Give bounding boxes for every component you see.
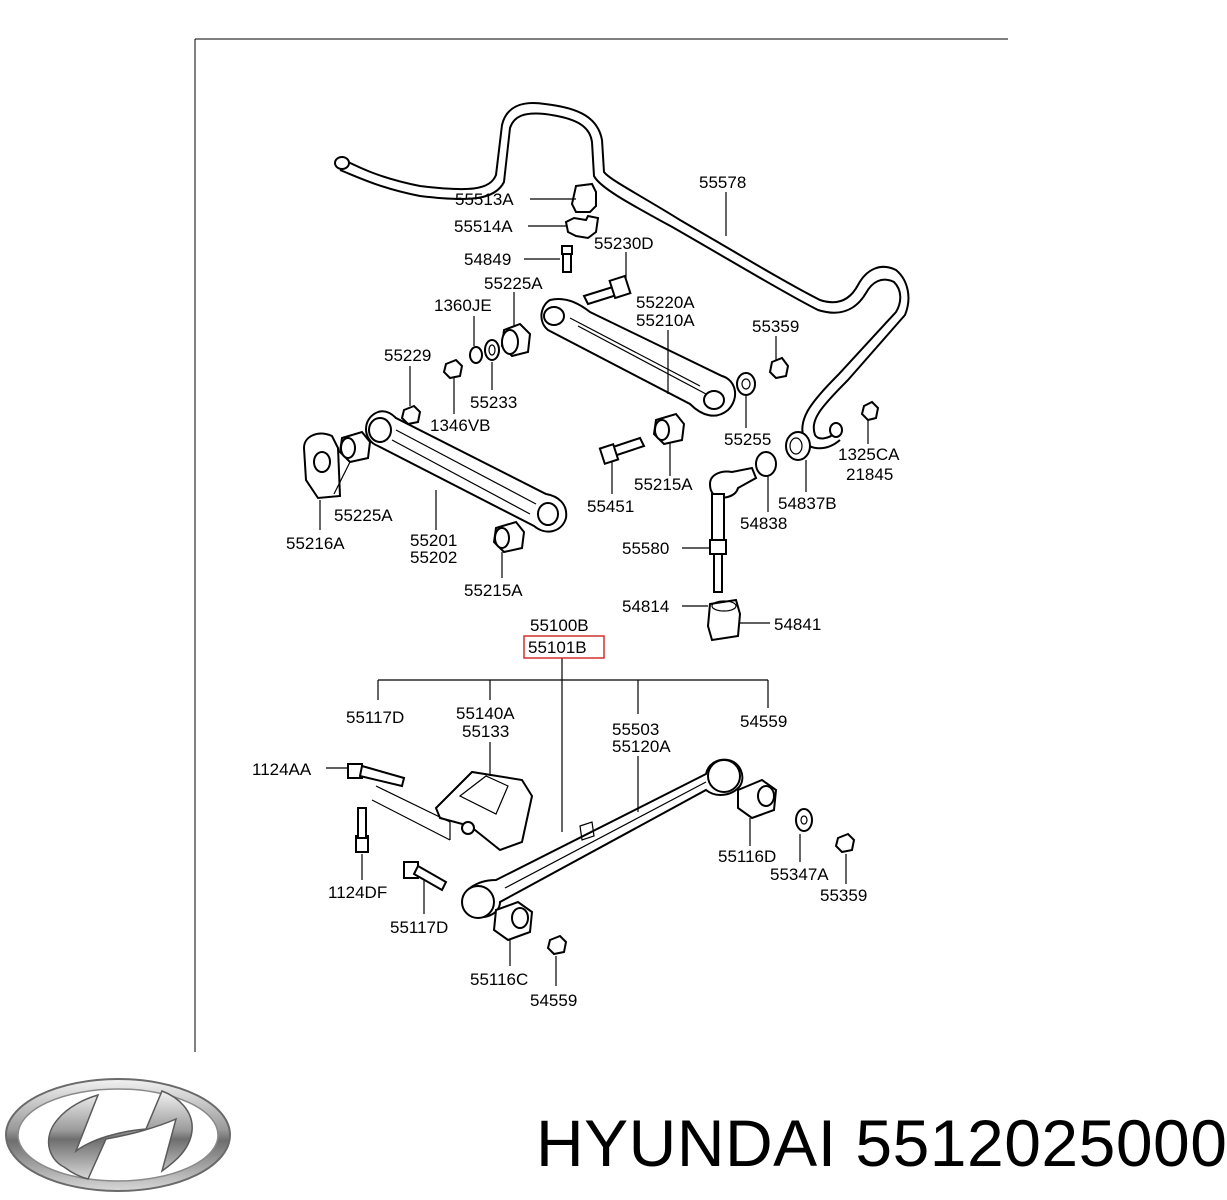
label-55201: 55201 [410,531,457,550]
stabilizer-bracket [564,214,600,240]
washer-55347a [795,808,813,832]
label-55580: 55580 [622,539,669,558]
label-55225a-top: 55225A [484,274,543,293]
label-55578: 55578 [699,173,746,192]
brand-part-caption: HYUNDAI 5512025000 [536,1105,1227,1181]
bushing-55215a-mid [652,412,686,446]
bracket-bolt [561,245,573,273]
label-55215a-low: 55215A [464,581,523,600]
washer-54838 [755,451,777,477]
nut-55359-low [834,832,856,854]
nut-1346vb [400,404,422,426]
washer-55255 [736,372,756,396]
label-55514a: 55514A [454,217,513,236]
label-55359-low: 55359 [820,886,867,905]
bushing-54837b [785,431,811,461]
suspension-parts-diagram: 55513A 55578 55514A 54849 55230D 55225A … [194,38,1008,1052]
label-54841: 54841 [774,615,821,634]
upper-arm-bushing [500,322,532,358]
leader-lines [319,192,869,986]
label-55229: 55229 [384,346,431,365]
stabilizer-link [708,466,758,593]
label-55120a: 55120A [612,737,671,756]
label-55347a: 55347A [770,865,829,884]
label-54814: 54814 [622,597,669,616]
label-54837b: 54837B [778,494,837,513]
bolt-55117d-low [403,861,448,892]
label-21845: 21845 [846,465,893,484]
nut-55229 [442,358,464,380]
label-55255: 55255 [724,430,771,449]
label-55116c: 55116C [470,970,528,989]
label-55117d-top: 55117D [346,708,404,727]
label-55202: 55202 [410,548,457,567]
nut-54559-low [546,934,568,956]
label-55230d: 55230D [594,234,654,253]
label-1124df: 1124DF [328,883,387,902]
label-1325ca: 1325CA [838,445,900,464]
label-55220a: 55220A [636,293,695,312]
part-number: 5512025000 [855,1106,1227,1180]
lower-control-arm [365,410,568,533]
bushing-55116d [737,778,778,820]
hyundai-logo-icon [5,1078,231,1192]
label-1346vb: 1346VB [430,416,491,435]
bushing-55225a-low [338,430,372,464]
label-55513a: 55513A [455,190,514,209]
bushing-55215a-low [492,520,526,554]
label-1360je: 1360JE [434,296,492,315]
label-55359-top: 55359 [752,317,799,336]
label-55215a-mid: 55215A [634,475,693,494]
arm-bolt-upper [582,274,632,306]
upper-control-arm [540,298,737,417]
label-55117d-low: 55117D [390,918,448,937]
trailing-arm [461,758,744,919]
label-54559-top: 54559 [740,712,787,731]
label-55133: 55133 [462,722,509,741]
brand-name: HYUNDAI [536,1106,837,1180]
label-55140a: 55140A [456,704,515,723]
label-54559-low: 54559 [530,991,577,1010]
washer-55233 [469,346,483,364]
label-55101b: 55101B [528,638,587,657]
label-55216a: 55216A [286,534,345,553]
bolt-1124aa [347,763,406,788]
stabilizer-bar [334,102,910,450]
label-54838: 54838 [740,514,787,533]
highlight-box [523,635,605,659]
label-55100b: 55100B [530,616,589,635]
washer-1360je [484,339,500,361]
bushing-55116c [492,900,534,942]
bracket-55216a [302,432,342,500]
label-55503: 55503 [612,720,659,739]
label-1124aa: 1124AA [252,760,312,779]
mounting-bracket [434,770,534,852]
bolt-1124df [355,807,369,853]
label-55451: 55451 [587,497,634,516]
label-55116d: 55116D [718,847,776,866]
nut-1325ca [860,400,880,422]
label-55225a-low: 55225A [334,506,393,525]
label-55233: 55233 [470,393,517,412]
stabilizer-bushing [570,182,597,213]
label-54849: 54849 [464,250,511,269]
nut-55359-top [768,356,790,380]
bushing-54841 [706,598,742,642]
bolt-55451 [598,436,646,466]
label-55210a: 55210A [636,311,695,330]
